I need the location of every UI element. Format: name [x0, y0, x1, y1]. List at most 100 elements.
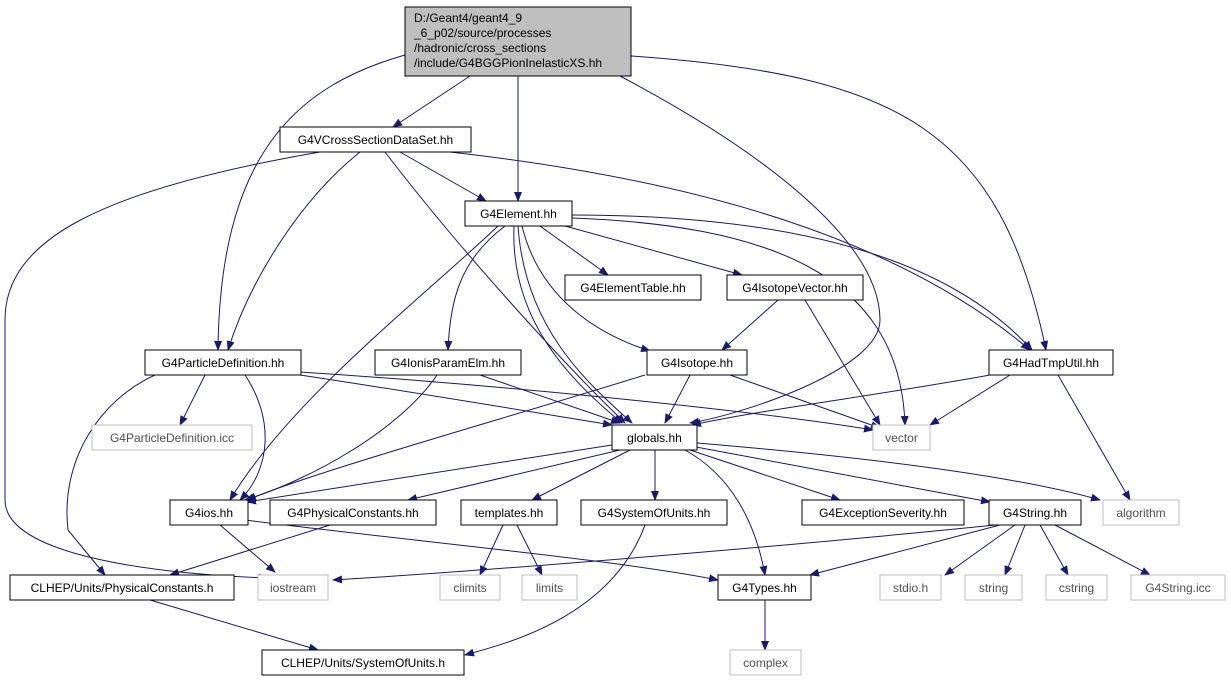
edge-vcross-to-hadtmputil: [449, 151, 1031, 351]
edge-element-to-g4ios: [229, 225, 499, 501]
nodes: D:/Geant4/geant4_9 _6_p02/source/process…: [9, 6, 1226, 676]
node-climits: climits: [439, 574, 501, 601]
node-label: G4PhysicalConstants.hh: [287, 506, 418, 520]
root-file-line-4: /include/G4BGGPionInelasticXS.hh: [414, 56, 602, 70]
edge-globals-to-physconst: [407, 449, 621, 502]
node-label: climits: [453, 581, 486, 595]
node-label: cstring: [1059, 581, 1094, 595]
node-label: templates.hh: [475, 506, 544, 520]
edge-globals-to-algorithm: [696, 442, 1101, 502]
edge-element-to-globals-b: [517, 225, 633, 424]
node-label: algorithm: [1116, 506, 1165, 520]
node-g4particledefinition[interactable]: G4ParticleDefinition.hh: [144, 349, 302, 376]
node-g4exceptionseverity[interactable]: G4ExceptionSeverity.hh: [801, 499, 965, 526]
edge-hadtmputil-to-vector: [929, 374, 1011, 426]
node-complex: complex: [729, 649, 802, 676]
node-label: G4Types.hh: [732, 581, 797, 595]
edge-hadtmputil-to-algorithm: [1057, 374, 1131, 501]
edges: [4, 54, 1151, 657]
edge-vcross-to-globals: [384, 151, 626, 424]
node-vector: vector: [872, 424, 931, 451]
edge-templates-to-limits: [516, 524, 543, 576]
node-label: vector: [885, 431, 918, 445]
node-g4elementtable[interactable]: G4ElementTable.hh: [564, 274, 702, 301]
edge-physconst-to-clhep-phys: [169, 524, 331, 577]
node-label: G4ExceptionSeverity.hh: [819, 506, 947, 520]
edge-g4string-to-g4types: [809, 524, 1001, 577]
node-label: iostream: [270, 581, 316, 595]
root-file-line-2: _6_p02/source/processes: [413, 26, 551, 40]
node-g4physicalconstants[interactable]: G4PhysicalConstants.hh: [269, 499, 437, 526]
edge-sysofunits-to-clhep-sys: [464, 524, 646, 657]
edge-vcross-to-particledef: [226, 151, 361, 351]
node-g4types[interactable]: G4Types.hh: [717, 574, 812, 601]
edge-g4string-to-cstring: [1039, 524, 1069, 576]
edge-element-to-ionisparam: [444, 225, 506, 351]
node-g4element[interactable]: G4Element.hh: [464, 200, 573, 227]
node-g4string[interactable]: G4String.hh: [988, 499, 1082, 526]
edge-element-to-isotope: [521, 225, 651, 353]
edge-particledef-to-g4ios: [239, 374, 266, 501]
edge-g4string-to-g4string-icc: [1054, 524, 1151, 576]
node-label: G4IsotopeVector.hh: [742, 281, 847, 295]
node-limits: limits: [521, 574, 578, 601]
edge-hadtmputil-to-globals: [691, 374, 991, 427]
node-label: CLHEP/Units/SystemOfUnits.h: [281, 656, 445, 670]
edge-g4ios-to-g4types: [244, 519, 719, 583]
edge-globals-to-g4string: [695, 446, 991, 505]
node-string: string: [964, 574, 1023, 601]
edge-isotope-to-vector: [729, 374, 881, 429]
edge-vcross-to-element: [399, 151, 487, 202]
node-clhep-systemofunits[interactable]: CLHEP/Units/SystemOfUnits.h: [261, 649, 465, 676]
edge-element-to-hadtmputil: [571, 214, 1033, 351]
node-g4ios[interactable]: G4ios.hh: [169, 499, 249, 526]
edge-globals-to-g4ios: [246, 444, 613, 505]
edge-globals-to-templates: [531, 449, 631, 501]
node-g4isotope[interactable]: G4Isotope.hh: [646, 349, 748, 376]
node-root-file[interactable]: D:/Geant4/geant4_9 _6_p02/source/process…: [404, 6, 632, 77]
edge-g4ios-to-iostream: [219, 524, 276, 573]
edge-g4string-to-iostream: [332, 524, 996, 584]
edge-element-to-globals-a: [513, 225, 623, 424]
edge-templates-to-climits: [479, 524, 504, 576]
node-label: G4Element.hh: [480, 207, 557, 221]
node-iostream: iostream: [257, 574, 329, 601]
edge-g4string-to-string: [1004, 524, 1026, 576]
node-g4ionisparamelm[interactable]: G4IonisParamElm.hh: [374, 349, 522, 376]
edge-particledef-to-vector: [299, 371, 874, 433]
node-label: stdio.h: [893, 581, 928, 595]
node-g4hadtmputil[interactable]: G4HadTmpUtil.hh: [988, 349, 1114, 376]
node-label: CLHEP/Units/PhysicalConstants.h: [31, 581, 214, 595]
node-templates[interactable]: templates.hh: [460, 499, 558, 526]
edge-isotope-to-g4ios: [246, 374, 646, 501]
node-globals[interactable]: globals.hh: [611, 424, 698, 451]
edge-isotope-to-globals: [664, 374, 691, 424]
node-label: G4ParticleDefinition.icc: [110, 431, 234, 445]
node-label: limits: [536, 581, 563, 595]
node-clhep-physicalconstants[interactable]: CLHEP/Units/PhysicalConstants.h: [9, 574, 235, 601]
edge-ionisparam-to-g4ios: [244, 374, 438, 502]
node-label: G4ElementTable.hh: [580, 281, 685, 295]
edge-element-to-isotopevector: [564, 225, 743, 277]
node-label: complex: [743, 656, 788, 670]
root-file-line-1: D:/Geant4/geant4_9: [414, 11, 522, 25]
node-g4string-icc: G4String.icc: [1130, 574, 1226, 601]
node-stdio: stdio.h: [879, 574, 942, 601]
node-g4systemofunits[interactable]: G4SystemOfUnits.hh: [580, 499, 728, 526]
node-label: G4IonisParamElm.hh: [391, 356, 505, 370]
edge-globals-to-g4types: [684, 449, 768, 576]
node-g4isotopevector[interactable]: G4IsotopeVector.hh: [726, 274, 864, 301]
edge-vcross-to-iostream: [4, 151, 321, 582]
edge-root-to-particledef: [214, 54, 406, 351]
edge-element-to-vector: [571, 217, 909, 426]
node-label: G4String.icc: [1145, 581, 1210, 595]
edge-g4string-to-stdio: [944, 524, 1016, 576]
edge-isotopevector-to-isotope: [721, 299, 779, 351]
node-algorithm: algorithm: [1102, 499, 1180, 526]
root-file-line-3: /hadronic/cross_sections: [414, 41, 546, 55]
node-g4particledefinition-icc: G4ParticleDefinition.icc: [91, 424, 253, 451]
edge-ionisparam-to-globals: [479, 374, 621, 424]
edge-root-to-globals: [619, 75, 881, 426]
edge-globals-to-exceptsev: [689, 449, 841, 501]
node-g4vcrosssectiondataset[interactable]: G4VCrossSectionDataSet.hh: [279, 126, 472, 153]
